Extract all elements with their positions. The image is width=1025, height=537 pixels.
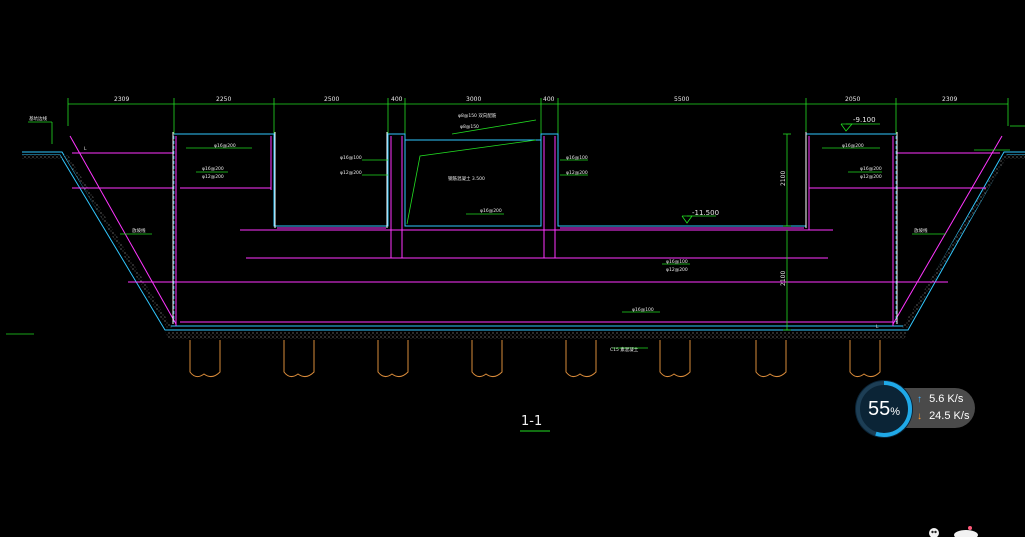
top-dimension-labels: 2309 2250 2500 400 3000 400 5500 2050 23… (114, 96, 957, 103)
note-left-mid-1: φ16@200 (202, 166, 224, 172)
note-l: L (84, 146, 87, 152)
note-right-mid-1: φ16@200 (860, 166, 882, 172)
wall-edges (172, 132, 898, 324)
elevation-label: -9.100 (853, 116, 876, 124)
note-center-left-2: φ12@200 (340, 170, 362, 176)
note-left-edge: 基坑边线 (29, 115, 47, 122)
vertical-dimensions (783, 133, 791, 331)
dim-label: 2309 (114, 96, 129, 103)
network-monitor-widget[interactable]: 55% ↑ 5.6 K/s ↓ 24.5 K/s (853, 378, 977, 440)
top-dimension-chain (67, 98, 1009, 134)
elevation-label: -11.500 (692, 209, 719, 217)
tray-mascot-icon[interactable] (924, 522, 980, 537)
section-title: 1-1 (521, 414, 542, 429)
note-cushion: C15 素混凝土 (610, 346, 639, 353)
dim-label: 400 (391, 96, 403, 103)
download-rate: ↓ 24.5 K/s (917, 409, 969, 423)
dim-label: 2250 (216, 96, 231, 103)
dim-label: 3000 (466, 96, 481, 103)
center-lines (173, 136, 897, 322)
elevation-marker-top: -9.100 (840, 116, 880, 132)
dim-label-right: 2100 (780, 171, 787, 186)
memory-usage-ring[interactable] (853, 378, 915, 440)
annotations: 基坑边线 φ8@150 双向配筋 φ8@150 φ16@200 φ16@200 … (29, 112, 928, 353)
note-bottom: φ16@100 (632, 307, 654, 313)
note-l: L (876, 324, 879, 330)
download-unit: K/s (953, 410, 970, 422)
concrete-outline (22, 133, 1025, 331)
percent-sign: % (890, 406, 901, 418)
note-center-right-1: φ16@100 (566, 155, 588, 161)
memory-usage-percent: 55% (861, 394, 907, 427)
note-center-right-2: φ12@200 (566, 170, 588, 176)
note-left-mid-2: φ12@200 (202, 174, 224, 180)
soil-hatch (22, 155, 1025, 339)
dim-label: 5500 (674, 96, 689, 103)
upload-value: 5.6 (929, 393, 945, 405)
dim-label: 2309 (942, 96, 957, 103)
dim-label: 400 (543, 96, 555, 103)
note-mid-bar: φ16@200 (480, 208, 502, 214)
upload-rate: ↑ 5.6 K/s (917, 392, 963, 406)
download-arrow-icon: ↓ (917, 411, 922, 422)
dim-label: 2050 (845, 96, 860, 103)
note-right-mid-2: φ12@200 (860, 174, 882, 180)
dim-label: 2500 (324, 96, 339, 103)
note-top-center-2: φ8@150 (460, 124, 479, 130)
note-right-slope: 放坡线 (914, 227, 928, 234)
note-slab-2: φ12@200 (666, 267, 688, 273)
leader-lines (6, 119, 1025, 349)
upload-unit: K/s (947, 393, 964, 405)
download-value: 24.5 (929, 410, 951, 422)
note-right-top: φ16@200 (842, 143, 864, 149)
note-center-left-1: φ16@100 (340, 155, 362, 161)
rebar-lines (69, 135, 1003, 326)
note-top-center: φ8@150 双向配筋 (458, 112, 497, 119)
note-slab-1: φ16@100 (666, 259, 688, 265)
elevation-marker-mid: -11.500 (681, 209, 719, 224)
note-left-slope: 放坡线 (132, 227, 146, 234)
piles (189, 340, 881, 378)
dim-label-mid: 2100 (780, 271, 787, 286)
note-center-box: 钢筋混凝土 3.500 (448, 175, 485, 182)
upload-arrow-icon: ↑ (917, 394, 922, 405)
percent-value: 55 (867, 398, 891, 420)
note-left-top: φ16@200 (214, 143, 236, 149)
